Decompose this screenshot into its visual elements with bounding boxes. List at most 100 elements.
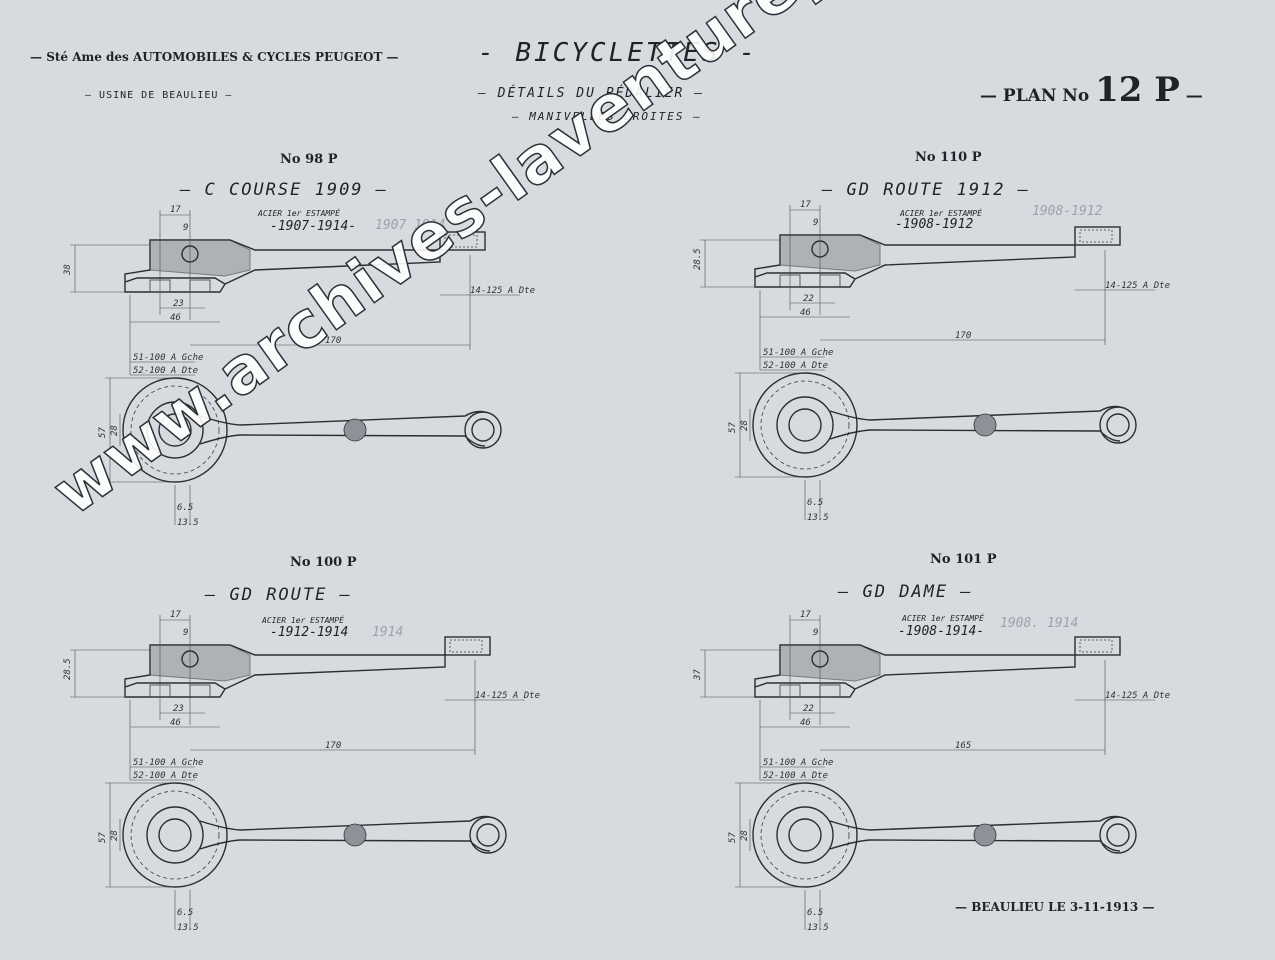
hub-section-hatch <box>779 234 881 272</box>
axle-bore <box>158 818 192 852</box>
dim-label: 17 <box>800 610 811 620</box>
place-date: — BEAULIEU LE 3-11-1913 — <box>955 900 1155 914</box>
pedal-eye <box>1074 226 1121 246</box>
cotter-slot <box>189 684 211 698</box>
pedal-eye-outer <box>1099 816 1137 854</box>
hub-section-hatch <box>149 239 251 277</box>
material-101p: ACIER 1er ESTAMPÉ <box>902 614 984 623</box>
years-100p: -1912-1914 <box>270 625 349 640</box>
dim-label: 17 <box>170 205 181 215</box>
dim-label: 6.5 <box>807 498 823 508</box>
company-name: — Sté Ame des AUTOMOBILES & CYCLES PEUGE… <box>30 50 399 64</box>
dim-label: 52-100 A Dte <box>763 361 828 371</box>
dim-label: 52-100 A Dte <box>133 771 198 781</box>
flange-line <box>124 682 226 690</box>
dim-label: 37 <box>693 669 703 681</box>
dim-label: 170 <box>325 741 341 751</box>
hub-boss <box>146 806 204 864</box>
dim-label: 6.5 <box>177 908 193 918</box>
dim-label: 28 <box>740 420 750 431</box>
pedal-eye <box>1074 636 1121 656</box>
dim-label: 13.5 <box>807 513 829 523</box>
dim-label: 46 <box>800 308 811 318</box>
pedal-eye-outer <box>464 411 502 449</box>
dim-label: 170 <box>955 331 971 341</box>
cotter-slot <box>189 279 211 293</box>
thread-hatch <box>1079 229 1113 243</box>
dim-label: 28 <box>110 830 120 841</box>
dim-label: 9 <box>813 218 818 228</box>
dim-label: 57 <box>98 832 108 843</box>
spider-disc <box>122 782 228 888</box>
dim-label: 46 <box>170 313 181 323</box>
crank-outline <box>124 644 446 698</box>
arm-section <box>973 413 997 437</box>
dim-label: 9 <box>813 628 818 638</box>
crank-outline <box>124 239 441 293</box>
dim-label: 23 <box>173 299 184 309</box>
dim-label: 46 <box>800 718 811 728</box>
faint-years-98p: 1907 1914 <box>375 218 446 233</box>
pedal-eye-inner <box>476 823 500 847</box>
model-title-98p: — C COURSE 1909 — <box>180 180 389 200</box>
cotter-slot <box>819 274 841 288</box>
dim-label: 52-100 A Dte <box>763 771 828 781</box>
dim-label: 23 <box>173 704 184 714</box>
dim-label: 13.5 <box>177 923 199 933</box>
faint-years-100p: 1914 <box>372 625 404 640</box>
dim-label: 28 <box>740 830 750 841</box>
dim-label: 51-100 A Gche <box>133 353 203 363</box>
material-100p: ACIER 1er ESTAMPÉ <box>262 616 344 625</box>
years-110p: -1908-1912 <box>895 217 974 232</box>
part-number-110p: No 110 P <box>915 150 982 165</box>
dim-label: 22 <box>803 294 814 304</box>
dim-label: 22 <box>803 704 814 714</box>
dim-label: 6.5 <box>177 503 193 513</box>
pedal-eye <box>439 231 486 251</box>
dim-label: 57 <box>728 832 738 843</box>
sheet-title: - BICYCLETTES - <box>478 38 758 68</box>
dim-label: 28.5 <box>693 248 703 270</box>
dim-label: 57 <box>728 422 738 433</box>
part-number-100p: No 100 P <box>290 555 357 570</box>
axle-bore <box>158 413 192 447</box>
pedal-eye-inner <box>471 418 495 442</box>
arm-section <box>343 418 367 442</box>
hub-boss <box>776 806 834 864</box>
dim-label: 52-100 A Dte <box>133 366 198 376</box>
dim-label: 14-125 A Dte <box>475 691 540 701</box>
flange-line <box>754 682 856 690</box>
dim-label: 6.5 <box>807 908 823 918</box>
model-title-100p: — GD ROUTE — <box>205 585 352 605</box>
part-number-98p: No 98 P <box>280 152 338 167</box>
dim-label: 57 <box>98 427 108 438</box>
chainring-bolt-circle <box>130 790 220 880</box>
arm-section <box>973 823 997 847</box>
dim-label: 9 <box>183 628 188 638</box>
pedal-eye <box>444 636 491 656</box>
cotter-slot <box>819 684 841 698</box>
material-98p: ACIER 1er ESTAMPÉ <box>258 209 340 218</box>
thread-hatch <box>444 234 478 248</box>
axle-bore <box>788 818 822 852</box>
dim-label: 28 <box>110 425 120 436</box>
dim-label: 14-125 A Dte <box>470 286 535 296</box>
crank-outline <box>754 644 1076 698</box>
dim-label: 9 <box>183 223 188 233</box>
factory-name: — USINE DE BEAULIEU — <box>85 90 233 101</box>
hub-section-hatch <box>149 644 251 682</box>
model-title-101p: — GD DAME — <box>838 582 973 602</box>
part-number-101p: No 101 P <box>930 552 997 567</box>
spider-disc <box>122 377 228 483</box>
